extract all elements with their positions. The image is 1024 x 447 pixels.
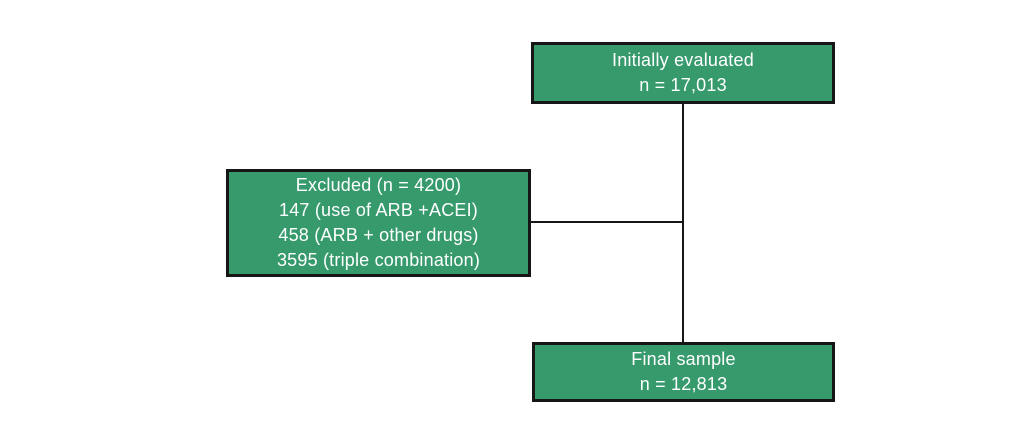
node-detail-line: 458 (ARB + other drugs) [278, 225, 479, 245]
node-count-line: n = 12,813 [639, 374, 728, 394]
node-detail-line: 3595 (triple combination) [276, 250, 481, 270]
flowchart-node-excluded: Excluded (n = 4200) 147 (use of ARB +ACE… [226, 169, 531, 277]
node-label-line: Initially evaluated [612, 50, 754, 70]
node-label-line: Excluded (n = 4200) [295, 175, 462, 195]
node-count-line: n = 17,013 [639, 75, 727, 95]
connector-line-horizontal [531, 221, 683, 223]
flowchart-node-initially-evaluated: Initially evaluated n = 17,013 [531, 42, 835, 104]
node-label-line: Final sample [631, 349, 736, 369]
flowchart-node-final-sample: Final sample n = 12,813 [532, 342, 835, 402]
node-detail-line: 147 (use of ARB +ACEI) [279, 200, 478, 220]
connector-line-vertical [682, 104, 684, 342]
